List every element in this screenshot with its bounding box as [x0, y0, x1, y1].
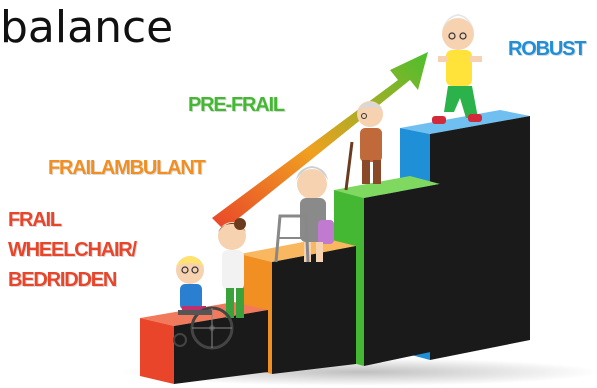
stage-label-robust: ROBUST	[508, 38, 586, 60]
cane-elder-figure-icon	[344, 101, 383, 191]
exercising-elder-figure-icon	[432, 14, 482, 124]
stage-label-frail-line-3: BEDRIDDEN	[8, 269, 117, 291]
stage-label-frail-line-1: FRAIL	[8, 209, 62, 231]
wheelchair-elder-figure-icon	[173, 218, 246, 350]
progress-arrow-icon	[212, 52, 428, 230]
stage-label-frailambulant: FRAILAMBULANT	[48, 157, 206, 179]
stage-label-frail-line-2: WHEELCHAIR/	[8, 239, 137, 261]
walker-elder-figure-icon	[274, 166, 334, 263]
page-heading: balance	[0, 2, 174, 53]
stage-label-frail: FRAIL WHEELCHAIR/ BEDRIDDEN	[8, 205, 137, 295]
stage-label-prefrail: PRE-FRAIL	[188, 94, 285, 116]
